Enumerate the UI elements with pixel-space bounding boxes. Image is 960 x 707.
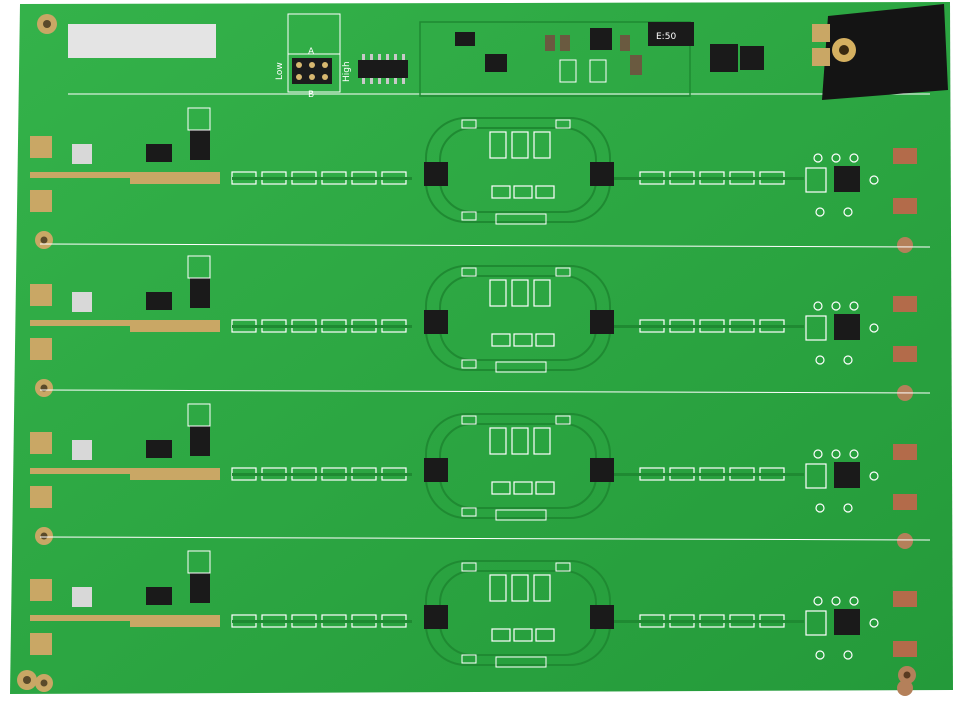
edge-pad [30, 432, 52, 454]
via-hole [897, 680, 913, 696]
jumper-header-outline [287, 13, 341, 93]
output-ic [834, 609, 860, 635]
signal-channel-3 [30, 403, 917, 549]
output-ic [834, 314, 860, 340]
edge-pad-right [893, 494, 917, 510]
ic-soic [358, 54, 408, 84]
test-pad [72, 440, 92, 460]
edge-pad [30, 338, 52, 360]
qfn-chip [424, 162, 448, 186]
edge-pad [30, 136, 52, 158]
edge-pad-right [893, 346, 917, 362]
edge-pad [30, 284, 52, 306]
signal-channel-2 [30, 255, 917, 401]
edge-pad-right [893, 591, 917, 607]
ic-small [190, 426, 210, 456]
capacitor-label: E:50 [656, 32, 676, 42]
qfn-chip [590, 605, 614, 629]
via-hole [897, 533, 913, 549]
ic-small [190, 278, 210, 308]
rf-input-trace [30, 172, 220, 178]
edge-pad-right [893, 198, 917, 214]
regulator-ic [146, 144, 172, 162]
board-substrate [10, 2, 953, 694]
regulator-ic [146, 440, 172, 458]
jumper-header[interactable] [292, 58, 332, 84]
header-label-a: A [308, 47, 315, 57]
edge-pad [30, 579, 52, 601]
edge-pad-right [893, 444, 917, 460]
output-ic [834, 166, 860, 192]
qfn-chip [424, 310, 448, 334]
qfn-chip [590, 310, 614, 334]
edge-pad [30, 486, 52, 508]
edge-pad-right [893, 148, 917, 164]
power-components [455, 28, 764, 83]
qfn-chip [590, 458, 614, 482]
qfn-chip [424, 605, 448, 629]
header-label-b: B [308, 90, 314, 100]
electrolytic-capacitor: E:50 [648, 22, 694, 46]
rf-input-trace [30, 468, 220, 474]
test-pad [72, 144, 92, 164]
via-hole [897, 237, 913, 253]
regulator-ic [146, 587, 172, 605]
label-area [68, 24, 216, 58]
header-label-low: Low [275, 62, 285, 80]
dc-power-jack[interactable] [812, 4, 948, 100]
output-ic [834, 462, 860, 488]
ic-small [190, 130, 210, 160]
rf-input-trace [30, 615, 220, 621]
rf-input-trace [30, 320, 220, 326]
test-pad [72, 292, 92, 312]
ic-small [190, 573, 210, 603]
edge-pad-right [893, 296, 917, 312]
edge-pad [30, 633, 52, 655]
edge-pad [30, 190, 52, 212]
qfn-chip [590, 162, 614, 186]
qfn-chip [424, 458, 448, 482]
signal-channel-4 [30, 550, 917, 696]
test-pad [72, 587, 92, 607]
edge-pad-right [893, 641, 917, 657]
header-label-high: High [342, 61, 352, 82]
regulator-ic [146, 292, 172, 310]
